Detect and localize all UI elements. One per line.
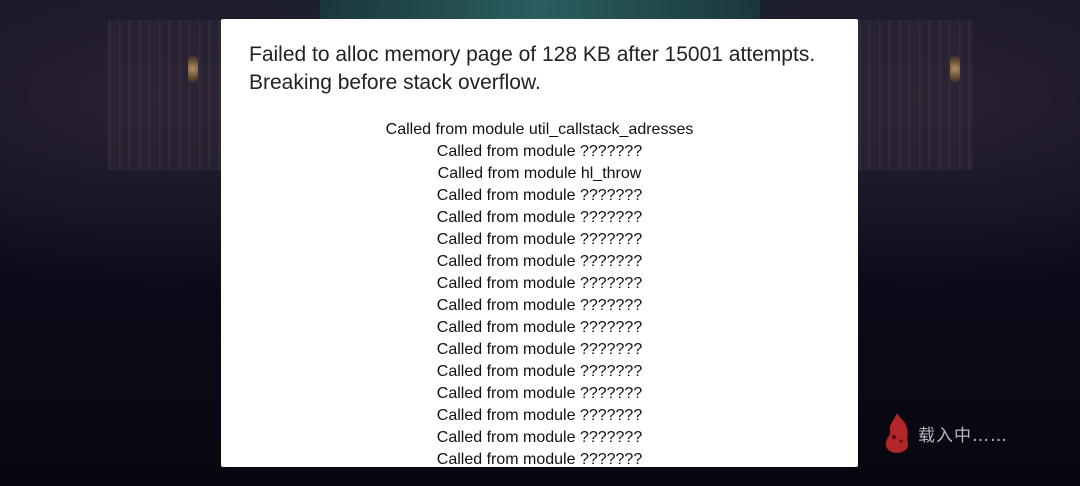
call-stack-line: Called from module hl_throw [437, 165, 642, 182]
call-stack-line: Called from module ??????? [436, 429, 643, 446]
call-stack-line: Called from module ??????? [436, 385, 643, 402]
lantern-right-icon [950, 55, 960, 83]
call-stack-line: Called from module ??????? [436, 209, 643, 226]
call-stack-line: Called from module util_callstack_adress… [385, 121, 694, 138]
background-wall-right [858, 20, 973, 170]
lantern-left-icon [188, 55, 198, 83]
call-stack-list: Called from module util_callstack_adress… [221, 119, 858, 467]
call-stack-line: Called from module ??????? [436, 253, 643, 270]
loading-indicator: 载入中…… [882, 408, 1008, 458]
background-wall-left [108, 20, 223, 170]
flame-blob-icon [882, 411, 912, 455]
call-stack-line: Called from module ??????? [436, 451, 643, 467]
background-top-glow [320, 0, 760, 20]
call-stack-line: Called from module ??????? [436, 319, 643, 336]
call-stack-line: Called from module ??????? [436, 407, 643, 424]
error-message: Failed to alloc memory page of 128 KB af… [249, 43, 816, 94]
call-stack-line: Called from module ??????? [436, 187, 643, 204]
call-stack-line: Called from module ??????? [436, 341, 643, 358]
error-dialog: Failed to alloc memory page of 128 KB af… [221, 19, 858, 467]
call-stack-line: Called from module ??????? [436, 143, 643, 160]
loading-text: 载入中…… [918, 425, 1008, 446]
call-stack-line: Called from module ??????? [436, 275, 643, 292]
call-stack-line: Called from module ??????? [436, 363, 643, 380]
call-stack-line: Called from module ??????? [436, 297, 643, 314]
call-stack-line: Called from module ??????? [436, 231, 643, 248]
